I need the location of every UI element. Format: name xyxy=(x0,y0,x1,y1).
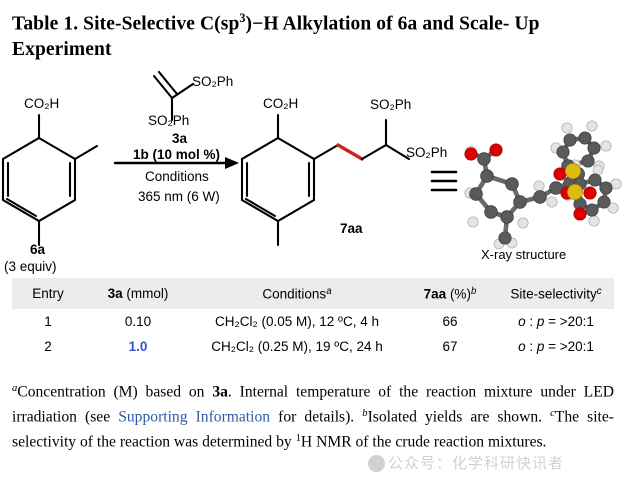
cell-mmol: 1.0 xyxy=(128,339,148,355)
reaction-scheme: CO₂H 6a (3 equiv) SO₂Ph SO₂Ph 3a 1b (10 … xyxy=(0,62,626,273)
cell-mmol: 0.10 xyxy=(124,314,152,330)
xray-carbon-atoms xyxy=(469,131,613,245)
reagent-sulfone-top-label: SO₂Ph xyxy=(192,74,234,89)
header-conditions-footnote: a xyxy=(326,286,332,297)
substrate-name-label: 6a xyxy=(30,242,46,257)
table-footnotes: aConcentration (M) based on 3a. Internal… xyxy=(12,378,614,452)
cell-conditions-rest: (0.25 M), 19 ºC, 24 h xyxy=(253,339,383,355)
header-mmol-text: (mmol) xyxy=(122,286,169,302)
cell-selectivity-ortho: o xyxy=(518,339,526,355)
product-ring xyxy=(240,113,316,247)
title-line1-pre: Table 1. Site-Selective C(sp xyxy=(12,13,240,35)
substrate-equiv-label: (3 equiv) xyxy=(4,259,57,274)
product-carboxyl-label: CO₂H xyxy=(263,96,299,111)
column-header-entry: Entry xyxy=(12,278,84,310)
header-mmol-compound: 3a xyxy=(107,286,123,302)
substrate-ring xyxy=(1,113,99,247)
footnote-a-text-2: . Internal temperature of the reaction m… xyxy=(12,383,614,426)
footnote-c-marker: c xyxy=(550,407,555,419)
table-header-row: Entry 3a (mmol) Conditionsa 7aa (%)b Sit… xyxy=(12,278,614,310)
reagent-sulfone-bottom-label: SO₂Ph xyxy=(148,113,190,128)
header-selectivity-text: Site-selectivity xyxy=(510,286,597,302)
xray-structure-model xyxy=(464,120,622,250)
reagent-name-label: 3a xyxy=(172,131,188,146)
cell-selectivity-ratio: = >20:1 xyxy=(544,339,594,355)
column-header-yield: 7aa (%)b xyxy=(402,278,498,310)
arrow-wavelength-label: 365 nm (6 W) xyxy=(138,189,220,204)
equivalence-symbol xyxy=(430,170,458,192)
header-yield-text: (%) xyxy=(446,286,471,302)
cell-conditions: CH₂Cl₂ (0.25 M), 19 ºC, 24 h xyxy=(192,334,402,359)
scheme-structures xyxy=(1,70,622,250)
cell-conditions-solvent: CH₂Cl₂ xyxy=(211,339,254,355)
footnote-c-text-2: H NMR of the crude reaction mixtures. xyxy=(300,432,547,450)
footnote-b-text: Isolated yields are shown. xyxy=(367,408,551,426)
product-sulfone-bottom-label: SO₂Ph xyxy=(406,145,448,160)
cell-selectivity-ratio: = >20:1 xyxy=(544,314,594,330)
column-header-conditions: Conditionsa xyxy=(192,278,402,310)
watermark-text: 公众号：化学科研快讯者 xyxy=(388,454,565,472)
footnote-a-text-3: for details). xyxy=(270,408,363,426)
cell-yield: 67 xyxy=(442,339,458,355)
column-header-selectivity: Site-selectivityc xyxy=(498,278,614,310)
nmr-proton-superscript: 1 xyxy=(295,432,301,444)
title-line2: Up Experiment xyxy=(12,13,540,60)
cell-conditions: CH₂Cl₂ (0.05 M), 12 ºC, 4 h xyxy=(192,309,402,334)
reaction-arrow xyxy=(113,157,239,169)
column-header-mmol: 3a (mmol) xyxy=(84,278,192,310)
header-yield-compound: 7aa xyxy=(423,286,447,302)
watermark-logo xyxy=(368,455,385,472)
substrate-carboxyl-label: CO₂H xyxy=(24,96,60,111)
cell-selectivity: o : p = >20:1 xyxy=(518,339,594,355)
header-conditions-text: Conditions xyxy=(262,286,327,302)
cell-entry: 1 xyxy=(44,314,52,330)
reagent-structure xyxy=(152,70,195,122)
supporting-information-link[interactable]: Supporting Information xyxy=(118,408,271,426)
product-sulfone-top-label: SO₂Ph xyxy=(370,97,412,112)
footnote-a-marker: a xyxy=(12,383,18,394)
page-title: Table 1. Site-Selective C(sp3)−H Alkylat… xyxy=(12,6,614,62)
table-row: 1 0.10 CH₂Cl₂ (0.05 M), 12 ºC, 4 h 66 o … xyxy=(12,309,614,334)
cell-selectivity-para: p xyxy=(536,339,545,355)
title-line1-post: )−H Alkylation of 6a and Scale- xyxy=(245,13,510,35)
footnote-a-text-1: Concentration (M) based on xyxy=(17,383,213,401)
header-entry-text: Entry xyxy=(32,286,64,302)
product-name-label: 7aa xyxy=(340,221,363,236)
product-alkyl-chain xyxy=(312,118,411,161)
arrow-catalyst-label: 1b (10 mol %) xyxy=(133,147,221,162)
cell-entry: 2 xyxy=(44,339,52,355)
arrow-conditions-label: Conditions xyxy=(145,169,209,184)
xray-caption: X-ray structure xyxy=(481,247,567,262)
cell-conditions-solvent: CH₂Cl₂ xyxy=(215,314,258,330)
table-row: 2 1.0 CH₂Cl₂ (0.25 M), 19 ºC, 24 h 67 o … xyxy=(12,334,614,359)
cell-selectivity-ortho: o xyxy=(518,314,526,330)
results-table: Entry 3a (mmol) Conditionsa 7aa (%)b Sit… xyxy=(12,278,614,359)
header-selectivity-footnote: c xyxy=(596,286,602,297)
footnote-a-compound: 3a xyxy=(212,383,228,401)
cell-selectivity: o : p = >20:1 xyxy=(518,314,594,330)
header-yield-footnote: b xyxy=(470,286,477,297)
cell-conditions-rest: (0.05 M), 12 ºC, 4 h xyxy=(257,314,379,330)
title-sp3-superscript: 3 xyxy=(239,11,246,25)
cell-selectivity-para: p xyxy=(536,314,545,330)
footnote-b-marker: b xyxy=(362,407,368,419)
footnote-c-text-1: The site-selectivity of the reaction was… xyxy=(12,408,614,450)
xray-sulfur-atoms xyxy=(565,163,583,200)
cell-yield: 66 xyxy=(442,314,458,330)
